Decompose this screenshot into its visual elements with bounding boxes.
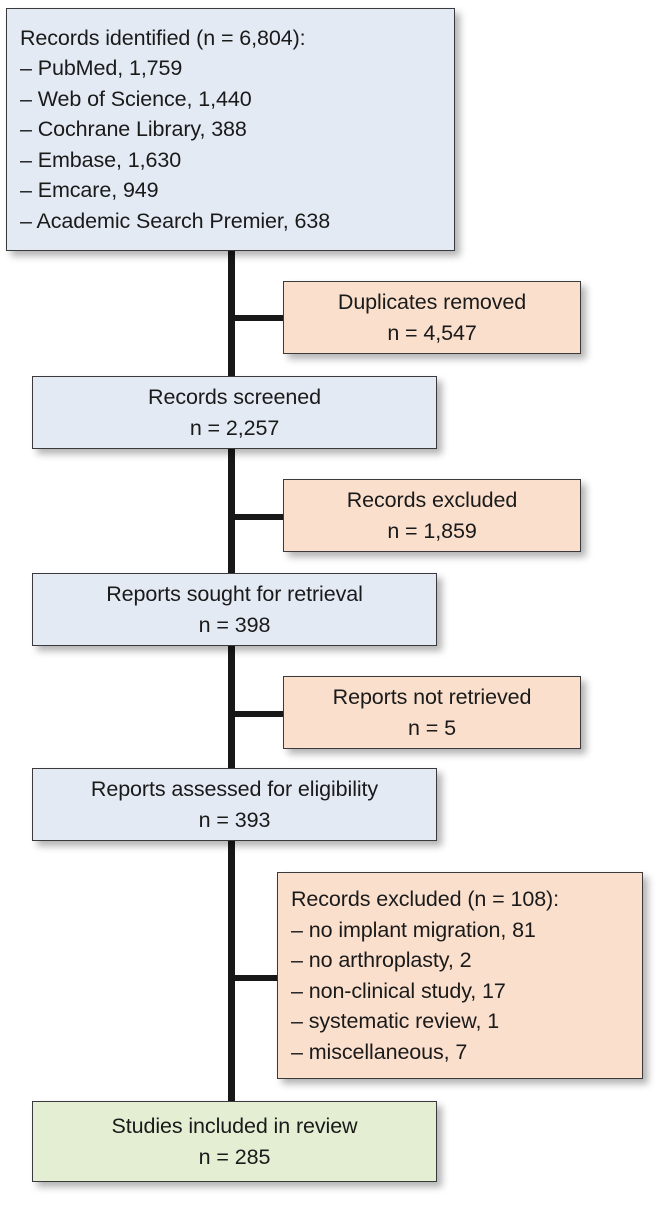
- reports-not-retrieved-label: Reports not retrieved: [332, 685, 532, 709]
- reports-assessed-count: n = 393: [198, 807, 271, 832]
- connector-branch-records-excluded: [228, 514, 288, 520]
- connector-branch-not-retrieved: [228, 711, 288, 717]
- box-duplicates-removed: Duplicates removed n = 4,547: [283, 281, 581, 354]
- studies-included-count: n = 285: [198, 1144, 271, 1169]
- box-studies-included-in-review: Studies included in review n = 285: [32, 1101, 437, 1182]
- box-records-screened: Records screened n = 2,257: [32, 376, 437, 449]
- records-screened-count: n = 2,257: [189, 415, 280, 440]
- records-identified-source-embase: – Embase, 1,630: [20, 147, 182, 172]
- records-identified-source-pubmed: – PubMed, 1,759: [20, 56, 183, 81]
- connector-branch-excluded-eligibility: [228, 975, 283, 981]
- box-records-identified: Records identified (n = 6,804): – PubMed…: [6, 8, 455, 251]
- box-records-excluded-screening: Records excluded n = 1,859: [283, 479, 581, 552]
- records-excluded-reason-miscellaneous: – miscellaneous, 7: [291, 1039, 468, 1064]
- records-excluded-reason-systematic-review: – systematic review, 1: [291, 1009, 500, 1033]
- records-identified-source-cochrane: – Cochrane Library, 388: [20, 117, 247, 142]
- reports-sought-count: n = 398: [198, 612, 271, 637]
- reports-assessed-label: Reports assessed for eligibility: [90, 777, 379, 801]
- connector-spine-1: [228, 248, 235, 380]
- records-excluded-reason-no-arthroplasty: – no arthroplasty, 2: [291, 948, 472, 972]
- records-excluded-reason-no-implant-migration: – no implant migration, 81: [291, 917, 536, 942]
- box-reports-not-retrieved: Reports not retrieved n = 5: [283, 676, 581, 749]
- records-identified-source-web-of-science: – Web of Science, 1,440: [20, 86, 252, 111]
- studies-included-label: Studies included in review: [111, 1114, 358, 1138]
- records-identified-title: Records identified (n = 6,804):: [20, 25, 306, 50]
- records-excluded-screening-label: Records excluded: [346, 488, 518, 512]
- reports-sought-label: Reports sought for retrieval: [106, 582, 363, 606]
- records-excluded-screening-count: n = 1,859: [387, 518, 477, 543]
- connector-spine-3: [228, 638, 235, 774]
- connector-branch-duplicates: [228, 315, 288, 321]
- connector-spine-2: [228, 442, 235, 578]
- duplicates-removed-count: n = 4,547: [387, 320, 477, 345]
- box-reports-sought-for-retrieval: Reports sought for retrieval n = 398: [32, 573, 437, 646]
- connector-spine-4: [228, 833, 235, 1108]
- records-identified-source-academic-search-premier: – Academic Search Premier, 638: [20, 208, 331, 233]
- records-excluded-reason-non-clinical-study: – non-clinical study, 17: [291, 978, 506, 1003]
- box-records-excluded-eligibility: Records excluded (n = 108): – no implant…: [277, 872, 643, 1079]
- records-screened-label: Records screened: [148, 385, 321, 409]
- records-excluded-eligibility-title: Records excluded (n = 108):: [291, 887, 559, 911]
- duplicates-removed-label: Duplicates removed: [337, 290, 527, 314]
- box-reports-assessed-for-eligibility: Reports assessed for eligibility n = 393: [32, 768, 437, 841]
- reports-not-retrieved-count: n = 5: [408, 715, 456, 740]
- records-identified-source-emcare: – Emcare, 949: [20, 178, 159, 203]
